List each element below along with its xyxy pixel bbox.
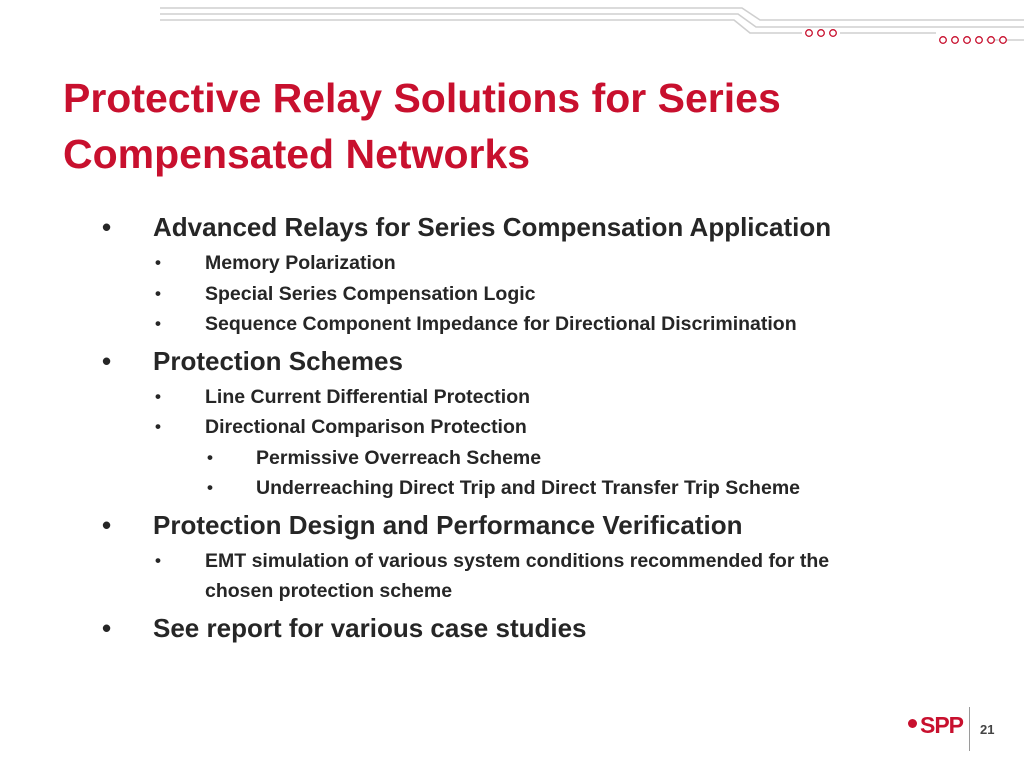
- bullet-advanced-relays: • Advanced Relays for Series Compensatio…: [100, 206, 900, 248]
- bullet-marker: •: [207, 447, 213, 467]
- spp-logo-icon: [908, 719, 917, 728]
- bullet-marker: •: [155, 283, 161, 303]
- slide-title: Protective Relay Solutions for Series Co…: [63, 75, 781, 177]
- sub-sub-bullet-underreaching-direct-trip: • Underreaching Direct Trip and Direct T…: [100, 473, 900, 504]
- bullet-marker: •: [207, 478, 213, 497]
- spp-logo-text: SPP: [920, 712, 964, 738]
- bullet-marker: •: [102, 612, 112, 643]
- bullet-marker: •: [155, 314, 161, 333]
- bullet-text: See report for various case studies: [153, 612, 587, 643]
- bullet-marker: •: [155, 550, 161, 570]
- sub-bullet-memory-polarization: • Memory Polarization: [100, 248, 900, 279]
- bullet-marker: •: [155, 386, 161, 406]
- bullet-text: Protection Schemes: [153, 345, 403, 376]
- bullet-text: Special Series Compensation Logic: [205, 282, 536, 305]
- sub-sub-bullet-permissive-overreach: • Permissive Overreach Scheme: [100, 443, 900, 474]
- bullet-text: Line Current Differential Protection: [205, 385, 531, 408]
- bullet-text: Sequence Component Impedance for Directi…: [205, 313, 797, 335]
- bullet-text: Permissive Overreach Scheme: [256, 446, 542, 469]
- bullet-marker: •: [155, 417, 161, 436]
- sub-bullet-emt-simulation: • EMT simulation of various system condi…: [100, 546, 900, 607]
- bullet-text: Directional Comparison Protection: [205, 416, 527, 438]
- sub-bullet-directional-comparison: • Directional Comparison Protection: [100, 412, 900, 443]
- sub-bullet-sequence-impedance: • Sequence Component Impedance for Direc…: [100, 309, 900, 340]
- bullet-text: Protection Design and Performance Verifi…: [153, 509, 743, 540]
- slide-number: 21: [980, 722, 995, 737]
- bullet-list: • Advanced Relays for Series Compensatio…: [100, 206, 900, 649]
- bullet-marker: •: [155, 253, 161, 272]
- bullet-marker: •: [102, 345, 112, 376]
- sub-bullet-series-comp-logic: • Special Series Compensation Logic: [100, 279, 900, 310]
- bullet-marker: •: [102, 212, 112, 242]
- bullet-text: Underreaching Direct Trip and Direct Tra…: [256, 477, 801, 499]
- bullet-marker: •: [102, 509, 112, 540]
- spp-logo: SPP: [908, 712, 964, 739]
- bullet-text: EMT simulation of various system conditi…: [205, 549, 830, 603]
- bullet-see-report: • See report for various case studies: [100, 607, 900, 649]
- bullet-text: Memory Polarization: [205, 252, 396, 274]
- sub-bullet-line-current-differential: • Line Current Differential Protection: [100, 382, 900, 413]
- header-circuit-decoration: [160, 7, 1024, 44]
- bullet-text: Advanced Relays for Series Compensation …: [153, 212, 832, 242]
- bullet-protection-schemes: • Protection Schemes: [100, 340, 900, 382]
- bullet-design-verification: • Protection Design and Performance Veri…: [100, 504, 900, 546]
- footer-divider: [969, 707, 970, 751]
